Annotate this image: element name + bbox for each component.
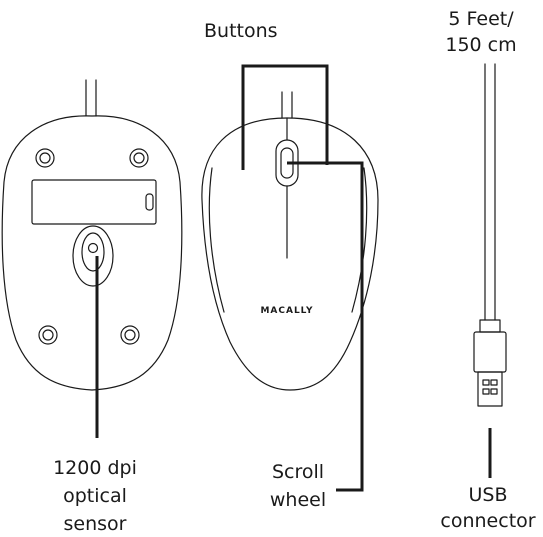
- wheel-word: wheel: [269, 489, 327, 511]
- mouse-bottom-view: [1, 79, 183, 391]
- glide-foot: [42, 329, 54, 341]
- optical-sensor-outer: [72, 225, 114, 287]
- usb-connector-body: [473, 331, 507, 373]
- usb-cable: [473, 63, 507, 407]
- switch-slot: [145, 193, 154, 211]
- brand-logo: MACALLY: [260, 306, 313, 316]
- usb-word: USB: [468, 484, 508, 506]
- usb-pin: [482, 379, 490, 386]
- usb-connector-label: USB connector: [436, 482, 540, 534]
- glide-foot: [39, 152, 51, 164]
- glide-foot: [133, 152, 145, 164]
- connector-word: connector: [440, 510, 536, 532]
- left-side-grip: [208, 167, 225, 313]
- glide-foot: [35, 148, 55, 168]
- buttons-label: Buttons: [204, 20, 278, 42]
- sensor-dpi: 1200 dpi: [53, 457, 137, 479]
- glide-foot: [38, 325, 58, 345]
- usb-pin: [482, 388, 490, 395]
- optical-sensor-inner: [81, 232, 105, 272]
- switch-recess: [31, 179, 157, 225]
- sensor-type: optical: [63, 485, 127, 507]
- cable-length-label: 5 Feet/ 150 cm: [436, 6, 526, 58]
- glide-foot: [120, 325, 140, 345]
- mouse-top-view: [201, 91, 379, 391]
- bottom-body-outline: [1, 115, 183, 391]
- usb-pin: [490, 388, 498, 395]
- cable-length-feet: 5 Feet/: [448, 8, 514, 30]
- usb-strain-relief: [479, 319, 501, 333]
- bottom-cable: [85, 79, 97, 117]
- scroll-wheel-leader: [287, 161, 364, 492]
- glide-foot: [129, 148, 149, 168]
- optical-sensor-lens: [87, 242, 99, 254]
- glide-foot: [124, 329, 136, 341]
- sensor-word: sensor: [63, 513, 127, 535]
- scroll-word: Scroll: [271, 461, 325, 483]
- top-body-outline: [201, 117, 379, 391]
- right-side-grip: [351, 167, 368, 313]
- usb-plug: [477, 371, 503, 407]
- top-cable: [281, 91, 293, 119]
- cable-length-cm: 150 cm: [445, 34, 517, 56]
- buttons-leader: [241, 64, 329, 170]
- usb-pin: [490, 379, 498, 386]
- scroll-wheel-label: Scroll wheel: [256, 458, 340, 514]
- sensor-label: 1200 dpi optical sensor: [30, 454, 160, 537]
